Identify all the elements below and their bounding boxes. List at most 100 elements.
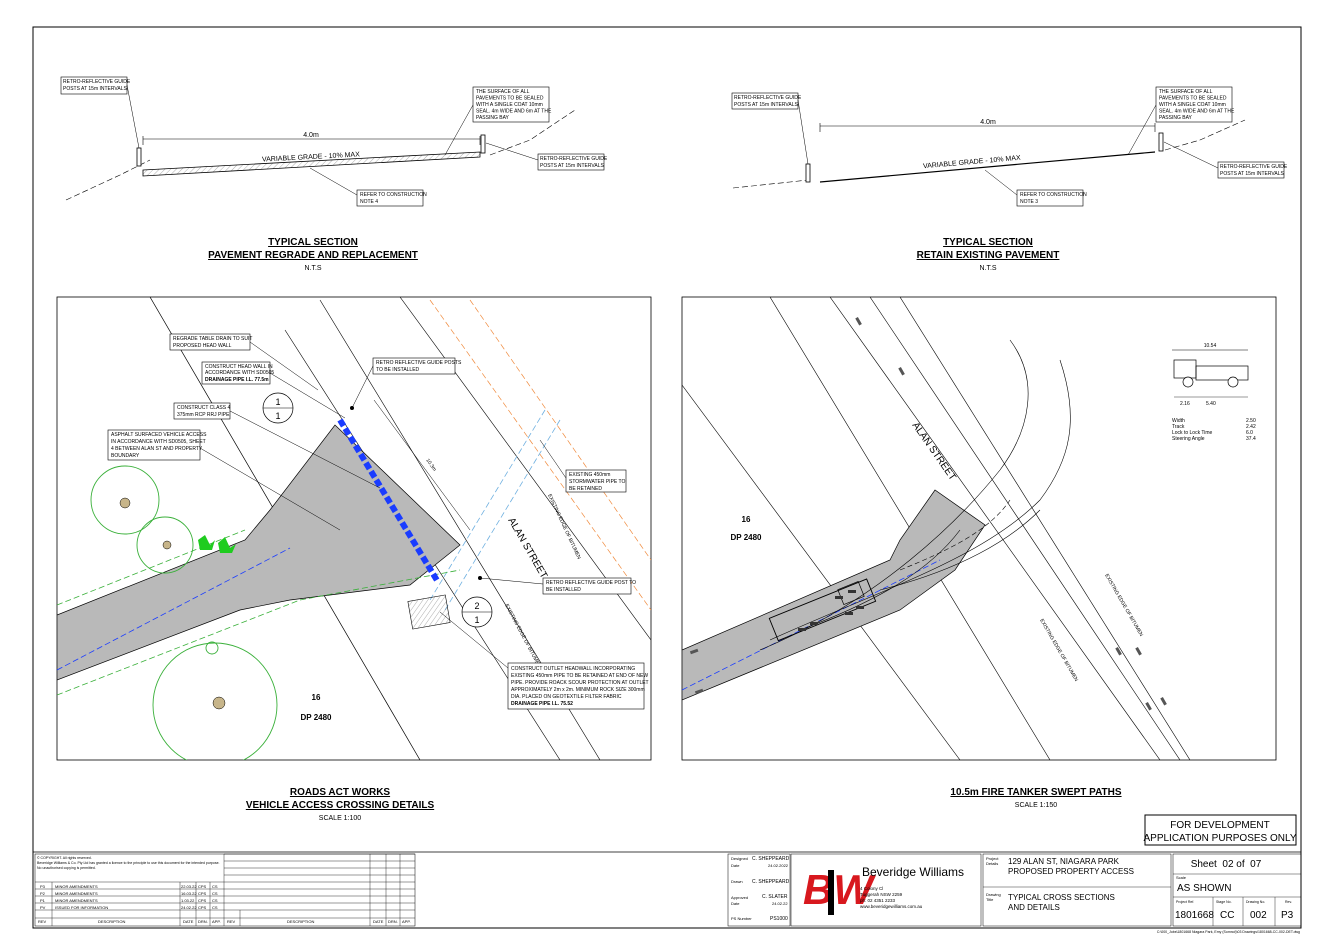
plan2-vehicle-dim2: 5.40 [1206,401,1216,407]
rev-row4-app: CS [212,905,218,910]
plan2-spec-width-label: Width [1172,418,1185,424]
plan1-note-asphalt-1: ASPHALT SURFACED VEHICLE ACCESS [111,432,207,438]
ps-label: PS Number [731,916,752,921]
plan1-note-retro2-1: RETRO REFLECTIVE GUIDE POST TO [546,580,636,586]
stage-label: Stage No. [1216,900,1232,904]
plan1-note-headwall-1: CONSTRUCT HEAD WALL IN [205,364,273,370]
rev-row4-date: 24.02.22 [181,905,197,910]
rev-row1-date: 22.03.22 [181,884,197,889]
plan2-vehicle-dim1: 2.16 [1180,401,1190,407]
section1-note-surface-4: SEAL. 4m WIDE AND 6m AT THE [476,109,552,115]
section2-dimension: 4.0m [980,119,996,126]
rev-row3-desc: MINOR AMENDMENTS [55,898,98,903]
drawing-label-1: Drawing [986,892,1001,897]
rev-row4-rev: PV [40,905,46,910]
rev-row2-app: CS [212,891,218,896]
plan2-spec-track-label: Track [1172,424,1185,430]
rev-row3-drn: CPS [198,898,207,903]
project-label-2: Details [986,861,998,866]
plan1-callout2-bot: 1 [474,615,479,625]
rev-header-drn: DRN. [198,919,208,924]
plan1-scale: SCALE 1:100 [319,815,362,822]
section1-note-posts-left-2: POSTS AT 15m INTERVALS [63,86,127,92]
plan1-note-retro2-2: BE INSTALLED [546,587,581,593]
section1-note-posts-right-1: RETRO-REFLECTIVE GUIDE [540,156,608,162]
plan1-note-asphalt-2: IN ACCORDANCE WITH SD0505, SHEET [111,439,206,445]
plan1-note-outlet-5: DIA. PLACED ON GEOTEXTILE FILTER FABRIC [511,694,622,700]
project-label-1: Project [986,856,999,861]
plan1-note-class4-1: CONSTRUCT CLASS 4 [177,405,230,411]
section1-note-construction-1: REFER TO CONSTRUCTION [360,192,427,198]
section2-note-posts-right-2: POSTS AT 15m INTERVALS [1220,171,1284,177]
plan1-callout1-bot: 1 [275,411,280,421]
rev-row4-drn: CPS [198,905,207,910]
logo-letters: BW [803,866,876,913]
section1-note-surface-1: THE SURFACE OF ALL [476,89,530,95]
plan1-note-headwall-bold: DRAINAGE PIPE I.L. 77.5m [205,377,269,383]
rev-header-rev: REV [38,919,47,924]
approved-label: Approved [731,895,748,900]
section2-subtitle: RETAIN EXISTING PAVEMENT [917,250,1060,261]
company-logo: BW [803,866,876,915]
designed-value: C. SHEPPEARD [752,856,790,862]
rev-header-desc: DESCRIPTION [98,919,125,924]
section1-note-construction-2: NOTE 4 [360,199,378,205]
section2-note-surface-4: SEAL. 4m WIDE AND 6m AT THE [1159,109,1235,115]
plan1-note-outlet-bold: DRAINAGE PIPE I.L. 75.52 [511,701,573,707]
project-ref-label: Project Ref. [1176,900,1194,904]
company-name: Beveridge Williams [862,865,964,879]
rev-header-drn-2: DRN. [388,919,398,924]
plan1-subtitle: VEHICLE ACCESS CROSSING DETAILS [246,800,435,811]
project-line-2: PROPOSED PROPERTY ACCESS [1008,867,1134,876]
rev-header-app: APP. [212,919,221,924]
plan1-note-outlet-3: PIPE. PROVIDE ROACK SCOUR PROTECTION AT … [511,680,649,686]
rev-header-rev-2: REV [227,919,236,924]
plan1-callout2-top: 2 [474,601,479,611]
rev-header-date: DATE [183,919,194,924]
section2-note-posts-right-1: RETRO-REFLECTIVE GUIDE [1220,164,1288,170]
plan1-note-asphalt-4: BOUNDARY [111,453,140,459]
drawing-title-1: TYPICAL CROSS SECTIONS [1008,893,1115,902]
address-3: ph: 02 4351 2233 [860,898,896,903]
plan2-spec-steer-label: Steering Angle [1172,436,1205,442]
project-line-1: 129 ALAN ST, NIAGARA PARK [1008,857,1120,866]
plan1-note-outlet-2: EXISTING 450mm PIPE TO BE RETAINED AT EN… [511,673,648,679]
development-stamp [1144,814,1297,846]
plan1-note-storm-1: EXISTING 450mm [569,472,610,478]
scale-value: AS SHOWN [1177,883,1231,894]
rev-row2-rev: P2 [40,891,46,896]
plan1-note-headwall-2: ACCORDANCE WITH SD0505 [205,370,274,376]
plan1-note-storm-2: STORMWATER PIPE TO [569,479,626,485]
drawing-title-2: AND DETAILS [1008,903,1060,912]
plan2-scale: SCALE 1:150 [1015,802,1058,809]
section2-note-posts-left-2: POSTS AT 15m INTERVALS [734,102,798,108]
section1-scale: N.T.S [304,265,321,272]
rev-row1-desc: MINOR AMENDMENTS [55,884,98,889]
plan2-spec-lock-label: Lock to Lock Time [1172,430,1213,436]
section2-note-surface-5: PASSING BAY [1159,115,1193,121]
drawing-no-value: 002 [1250,910,1267,921]
approved-value: C. SLATER [762,894,788,900]
rev-row2-desc: MINOR AMENDMENTS [55,891,98,896]
plan1-note-storm-3: BE RETAINED [569,486,602,492]
copyright-2: Beveridge Williams & Co. Pty Ltd has gra… [37,861,220,865]
plan2-spec-track-value: 2.42 [1246,424,1256,430]
section2-note-surface-3: WITH A SINGLE COAT 10mm [1159,102,1226,108]
plan1-note-asphalt-3: 4 BETWEEN ALAN ST AND PROPERTY [111,446,203,452]
rev-header-date-2: DATE [373,919,384,924]
plan2-dp: DP 2480 [731,533,763,542]
plan1-title: ROADS ACT WORKS [290,787,391,798]
section1-note-surface-2: PAVEMENTS TO BE SEALED [476,96,544,102]
rev-row2-date: 16.03.22 [181,891,197,896]
plan1-note-outlet-4: APPROXIMATELY 2m x 2m. MINIMUM ROCK SIZE… [511,687,645,693]
designed-date-value: 24.02.2022 [768,863,789,868]
section2-scale: N.T.S [979,265,996,272]
plan2-spec-lock-value: 6.0 [1246,430,1253,436]
title-block: © COPYRIGHT. All rights reserved. Beveri… [33,851,1302,934]
rev-row1-rev: P3 [40,884,46,889]
section1-note-surface-3: WITH A SINGLE COAT 10mm [476,102,543,108]
address-4: www.beveridgewilliams.com.au [860,904,923,909]
plan-fire-tanker: ALAN STREET EXISTING EDGE OF BITUMEN EXI… [681,296,1277,809]
plan2-spec-width-value: 2.50 [1246,418,1256,424]
